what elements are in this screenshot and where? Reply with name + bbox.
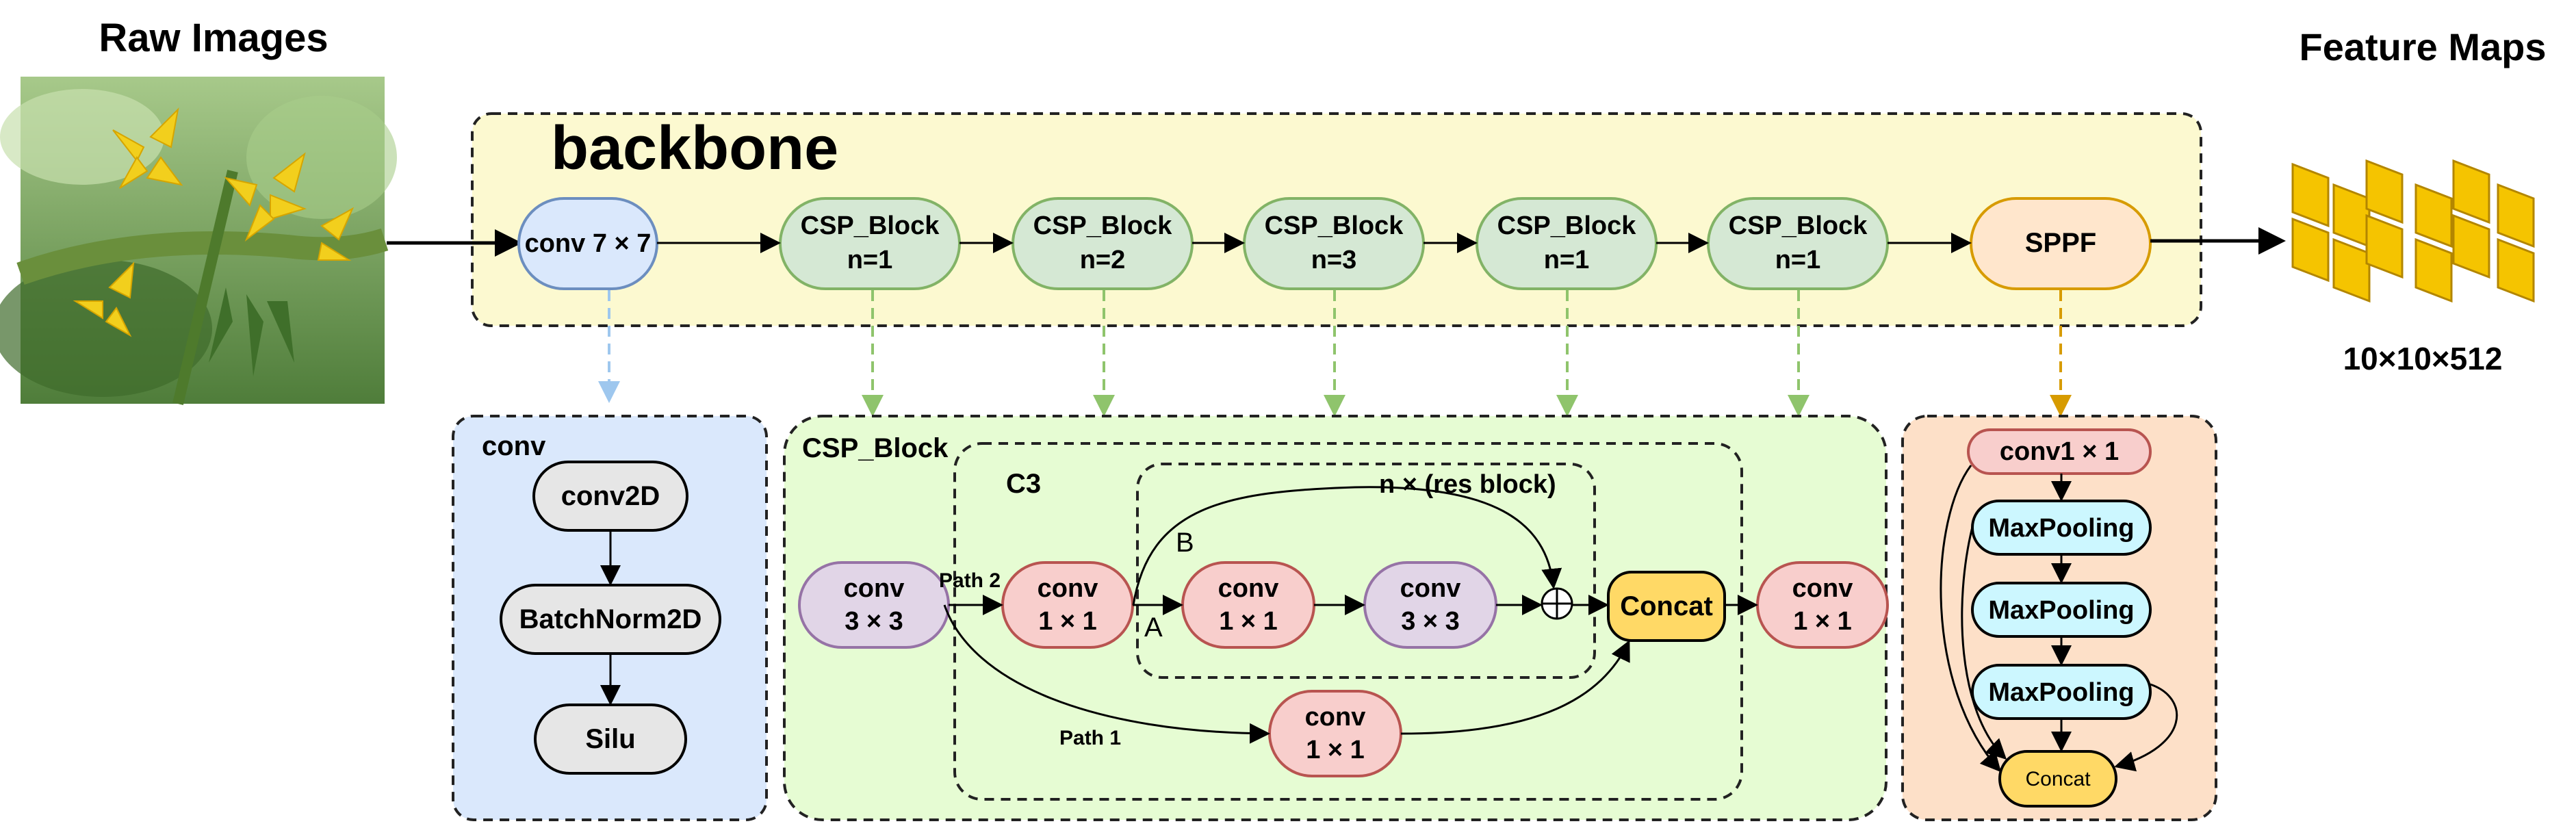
svg-text:CSP_Block: CSP_Block — [1265, 211, 1404, 240]
path2-label: Path 2 — [939, 569, 1001, 592]
path1-label: Path 1 — [1059, 727, 1121, 749]
svg-text:SPPF: SPPF — [2025, 228, 2096, 258]
raw-image-photo — [0, 77, 397, 405]
svg-text:conv: conv — [1305, 703, 1366, 732]
svg-text:1 × 1: 1 × 1 — [1306, 736, 1365, 764]
svg-text:CSP_Block: CSP_Block — [1033, 211, 1173, 240]
svg-text:MaxPooling: MaxPooling — [1988, 514, 2134, 543]
svg-text:conv: conv — [1218, 574, 1279, 603]
svg-text:1 × 1: 1 × 1 — [1793, 607, 1852, 636]
svg-text:Concat: Concat — [2025, 768, 2091, 790]
svg-text:3 × 3: 3 × 3 — [1401, 607, 1460, 636]
svg-text:conv: conv — [1400, 574, 1461, 603]
conv-panel-node-batchnorm: BatchNorm2D — [500, 584, 721, 655]
csp-connectors — [943, 486, 1758, 744]
sppf-maxpool-3: MaxPooling — [1971, 664, 2152, 720]
svg-text:n=3: n=3 — [1311, 246, 1357, 274]
sppf-connectors — [1940, 465, 2178, 773]
svg-text:CSP_Block: CSP_Block — [801, 211, 940, 240]
label-a: A — [1144, 612, 1163, 643]
svg-text:Concat: Concat — [1620, 591, 1713, 621]
conv-panel-node-silu: Silu — [534, 704, 687, 775]
c3-title: C3 — [1006, 469, 1041, 499]
svg-text:conv: conv — [1792, 574, 1853, 603]
feature-map-cubes — [2291, 159, 2535, 303]
svg-text:BatchNorm2D: BatchNorm2D — [519, 604, 702, 634]
svg-text:conv: conv — [844, 574, 905, 603]
feature-maps-heading: Feature Maps — [2300, 25, 2547, 68]
svg-text:1 × 1: 1 × 1 — [1038, 607, 1097, 636]
raw-images-heading: Raw Images — [99, 16, 328, 60]
c3-conv-path2: conv 1 × 1 — [1001, 561, 1134, 649]
svg-text:CSP_Block: CSP_Block — [1497, 211, 1637, 240]
conv-panel-title: conv — [482, 431, 546, 461]
feature-dims-label: 10×10×512 — [2343, 341, 2503, 376]
svg-text:CSP_Block: CSP_Block — [1729, 211, 1868, 240]
conv-panel-node-conv2d: conv2D — [532, 461, 688, 532]
svg-text:n=1: n=1 — [1775, 246, 1821, 274]
svg-text:MaxPooling: MaxPooling — [1988, 678, 2134, 707]
svg-text:n=1: n=1 — [1544, 246, 1590, 274]
c3-conv-path1: conv 1 × 1 — [1268, 690, 1402, 777]
c3-concat: Concat — [1607, 571, 1726, 642]
csp-conv-in: conv 3 × 3 — [798, 561, 950, 649]
sppf-maxpool-2: MaxPooling — [1971, 582, 2152, 638]
c3-panel — [953, 442, 1743, 801]
svg-text:conv 7 × 7: conv 7 × 7 — [525, 229, 652, 258]
backbone-node-conv7x7: conv 7 × 7 — [517, 197, 658, 290]
res-block-title: n × (res block) — [1379, 470, 1556, 499]
backbone-node-csp4: CSP_Block n=1 — [1476, 197, 1658, 290]
svg-text:n=2: n=2 — [1080, 246, 1126, 274]
svg-text:3 × 3: 3 × 3 — [845, 607, 903, 636]
res-conv-3x3: conv 3 × 3 — [1363, 561, 1497, 649]
backbone-node-csp5: CSP_Block n=1 — [1707, 197, 1889, 290]
res-conv-1x1: conv 1 × 1 — [1181, 561, 1315, 649]
res-block-panel — [1136, 463, 1596, 679]
svg-text:conv2D: conv2D — [561, 481, 660, 511]
sppf-concat: Concat — [1998, 750, 2117, 808]
svg-text:Silu: Silu — [585, 724, 635, 754]
svg-text:n=1: n=1 — [847, 246, 893, 274]
backbone-node-csp2: CSP_Block n=2 — [1012, 197, 1194, 290]
backbone-node-csp3: CSP_Block n=3 — [1243, 197, 1425, 290]
label-b: B — [1176, 528, 1194, 558]
backbone-node-csp1: CSP_Block n=1 — [779, 197, 961, 290]
svg-text:conv1 × 1: conv1 × 1 — [2000, 437, 2119, 466]
svg-text:MaxPooling: MaxPooling — [1988, 596, 2134, 625]
csp-panel-title: CSP_Block — [802, 433, 949, 463]
svg-text:1 × 1: 1 × 1 — [1219, 607, 1278, 636]
detail-link-arrows — [598, 290, 2072, 417]
svg-text:conv: conv — [1038, 574, 1098, 603]
res-sum-node — [1541, 587, 1573, 620]
backbone-node-sppf: SPPF — [1970, 197, 2152, 290]
sppf-conv: conv1 × 1 — [1967, 428, 2152, 475]
backbone-title: backbone — [551, 114, 838, 183]
sppf-maxpool-1: MaxPooling — [1971, 500, 2152, 556]
csp-conv-out: conv 1 × 1 — [1756, 561, 1889, 649]
